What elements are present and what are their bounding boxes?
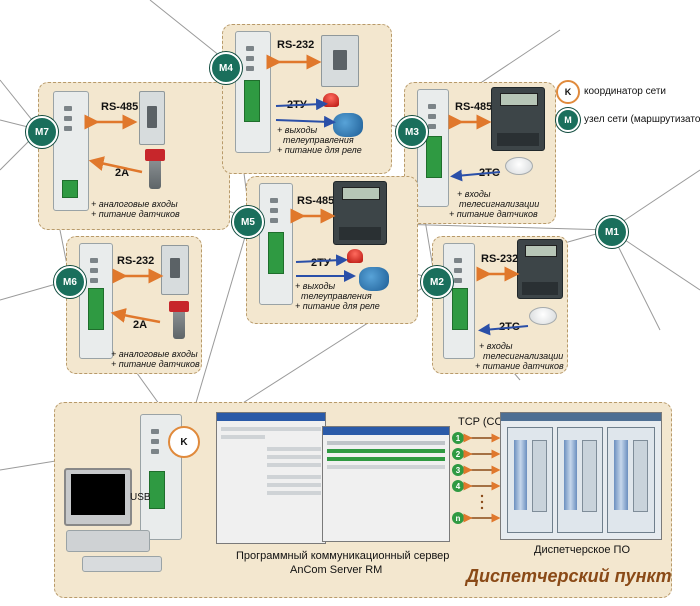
feature-line-1: + аналоговые входы [91, 199, 178, 209]
scada-window [500, 412, 662, 540]
tcp-item-n: n [452, 512, 464, 524]
feature-line-3: + питание датчиков [475, 361, 564, 371]
pressure-sensor-icon [169, 301, 189, 339]
modem-icon [161, 245, 189, 295]
coordinator-k: K [168, 426, 200, 458]
feature-line-1: + входы [479, 341, 513, 351]
alarm-lamp-icon [347, 249, 363, 263]
feature-line-2: телесигнализации [483, 351, 564, 361]
modem-icon [321, 35, 359, 87]
node-m6: M6 [54, 266, 86, 298]
feature-line-1: + выходы [295, 281, 336, 291]
legend-coordinator-text: координатор сети [584, 86, 666, 97]
pressure-sensor-icon [145, 149, 165, 189]
motor-icon [333, 113, 363, 137]
feature-line-3: + питание для реле [277, 145, 362, 155]
server-caption-2: AnCom Server RM [290, 564, 383, 576]
tank-cabinet [507, 427, 553, 533]
smoke-detector-icon [529, 307, 557, 325]
feature-line-2: + питание датчиков [91, 209, 180, 219]
node-m3: M3 [396, 116, 428, 148]
smoke-detector-icon [505, 157, 533, 175]
feature-line-2: телеуправления [301, 291, 372, 301]
feature-line-2: телесигнализации [459, 199, 540, 209]
feature-line-2: телеуправления [283, 135, 354, 145]
electricity-meter-icon [491, 87, 545, 151]
panel-m5: RS-485 2ТУ + выходы телеуправления + пит… [246, 176, 418, 324]
usb-label: USB [130, 492, 151, 503]
router-device [79, 243, 113, 359]
interface-label: RS-485 [101, 101, 139, 113]
feature-line-3: + питание датчиков [449, 209, 538, 219]
pc-tower-icon [66, 530, 150, 552]
node-m5: M5 [232, 206, 264, 238]
feature-line-2: + питание датчиков [111, 359, 200, 369]
feature-line-3: + питание для реле [295, 301, 380, 311]
output-label: 2A [115, 167, 130, 179]
panel-m6: RS-232 2A + аналоговые входы + питание д… [66, 236, 202, 374]
router-device [259, 183, 293, 305]
interface-label: RS-232 [481, 253, 519, 265]
feature-line-1: + входы [457, 189, 491, 199]
router-device [443, 243, 475, 359]
server-window [216, 412, 326, 544]
tank-cabinet [607, 427, 655, 533]
interface-label: RS-232 [277, 39, 315, 51]
node-m1: M1 [596, 216, 628, 248]
dispatch-title: Диспетчерский пункт [466, 566, 672, 586]
panel-m2: RS-232 2ТС + входы телесигнализации + пи… [432, 236, 568, 374]
node-m2: M2 [421, 266, 453, 298]
interface-label: RS-232 [117, 255, 155, 267]
node-m7: M7 [26, 116, 58, 148]
electricity-meter-icon [517, 239, 563, 299]
legend-coordinator-icon: K [556, 80, 580, 104]
feature-line-1: + выходы [277, 125, 318, 135]
interface-label: RS-485 [297, 195, 335, 207]
interface-label: RS-485 [455, 101, 493, 113]
legend-node-icon: M [556, 108, 580, 132]
legend-node-text: узел сети (маршрутизатор) [584, 114, 700, 125]
router-device [417, 89, 449, 207]
pc-monitor-icon [64, 468, 132, 526]
router-device [53, 91, 89, 211]
modules-window [322, 426, 450, 542]
server-caption-1: Программный коммуникационный сервер [236, 550, 450, 562]
panel-m4: RS-232 2ТУ + выходы телеуправления + пит… [222, 24, 392, 174]
modem-icon [139, 91, 165, 145]
feature-line-1: + аналоговые входы [111, 349, 198, 359]
tcp-item-2: 2 [452, 448, 464, 460]
electricity-meter-icon [333, 181, 387, 245]
tank-cabinet [557, 427, 603, 533]
tcp-item-3: 3 [452, 464, 464, 476]
panel-m3: RS-485 2ТС + входы телесигнализации + пи… [404, 82, 556, 224]
tcp-item-1: 1 [452, 432, 464, 444]
panel-m7: RS-485 2A + аналоговые входы + питание д… [38, 82, 230, 230]
output-label: 2A [133, 319, 148, 331]
tcp-item-4: 4 [452, 480, 464, 492]
node-m4: M4 [210, 52, 242, 84]
router-device [235, 31, 271, 153]
keyboard-icon [82, 556, 162, 572]
po-caption: Диспетчерское ПО [534, 544, 630, 556]
motor-icon [359, 267, 389, 291]
